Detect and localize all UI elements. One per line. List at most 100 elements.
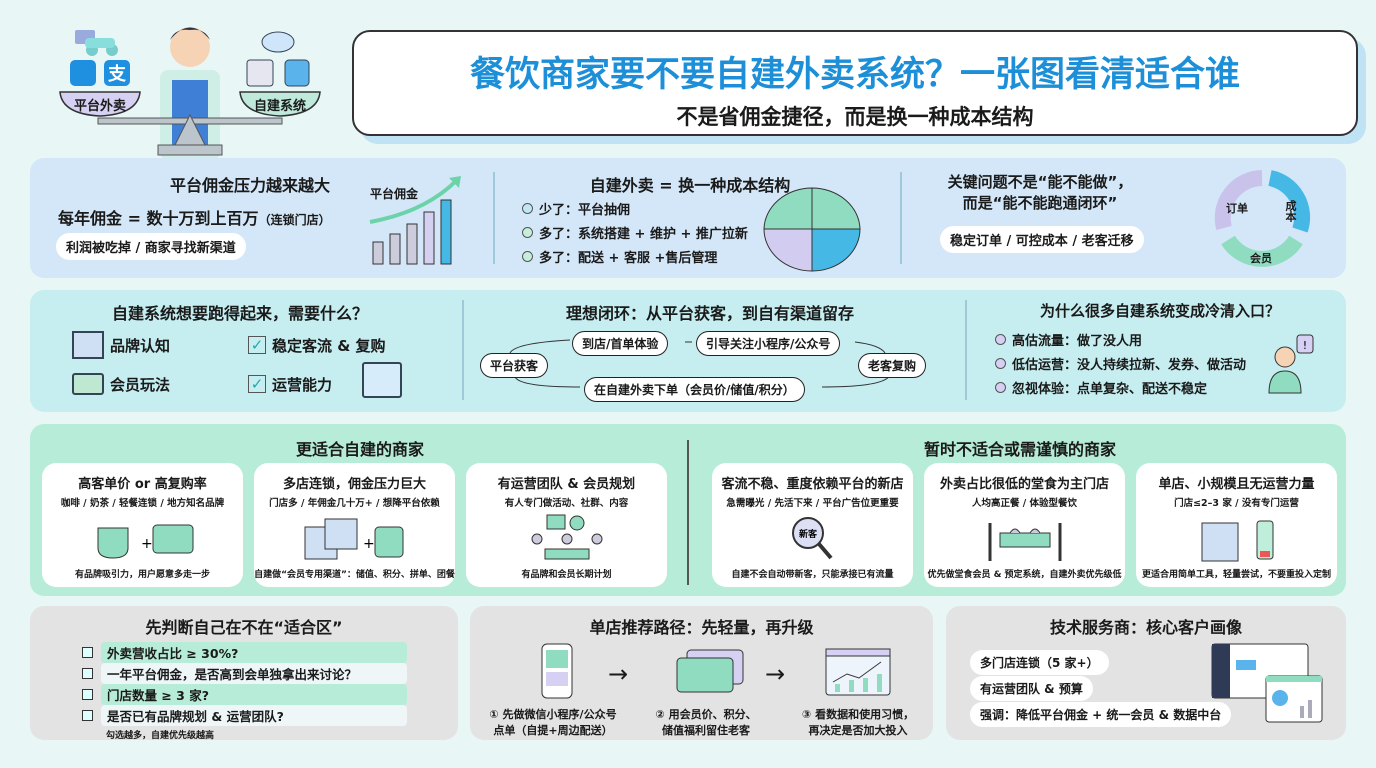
- requirement-traffic: ✓稳定客流 & 复购: [248, 333, 386, 357]
- flow-node-first-order: 到店/首单体验: [572, 331, 669, 356]
- card-title: 单店、小规模且无运营力量: [1158, 477, 1315, 492]
- requirement-text: 运营能力: [272, 375, 333, 394]
- monitor-user-icon: [362, 362, 402, 398]
- list-item: 多了：配送 + 客服 +售后管理: [522, 244, 748, 268]
- requirement-operations: ✓ 运营能力: [248, 372, 332, 396]
- card-footer: 优先做堂食会员 & 预定系统，自建外卖优先级低: [927, 570, 1122, 580]
- checklist-item[interactable]: 外卖营收占比 ≥ 30%?: [82, 642, 407, 663]
- checkbox[interactable]: [82, 689, 93, 700]
- stores-plus-wallet-icon: +: [304, 518, 403, 560]
- key-question-title: 关键问题不是“能不能做”，而是“能不能跑通闭环”: [900, 172, 1180, 214]
- path-arrow: →: [608, 660, 629, 688]
- checklist-item[interactable]: 门店数量 ≥ 3 家?: [82, 684, 407, 705]
- bullet-icon: [522, 226, 533, 238]
- svg-text:!: !: [1303, 339, 1307, 352]
- step-line: ① 先做微信小程序/公众号: [489, 708, 617, 721]
- bullet-icon: [522, 250, 533, 262]
- path-step-2: ② 用会员价、积分、储值福利留住老客: [636, 706, 776, 738]
- member-cards-icon: [676, 649, 744, 693]
- cold-entry-title: 为什么很多自建系统变成冷清入口？: [1039, 302, 1280, 320]
- cost-structure-list: 少了：平台抽佣 多了：系统搭建 + 维护 + 推广拉新 多了：配送 + 客服 +…: [522, 196, 748, 268]
- loop-goals-pill: 稳定订单 / 可控成本 / 老客迁移: [940, 226, 1144, 253]
- merchant-card-high-value: 高客单价 or 高复购率咖啡 / 奶茶 / 轻餐连锁 / 地方知名品牌 + 有品…: [42, 463, 243, 587]
- requirement-brand: 品牌认知: [72, 331, 171, 359]
- merchant-card-new-store: 客流不稳、重度依赖平台的新店急需曝光 / 先活下来 / 平台广告位更重要 新客 …: [712, 463, 913, 587]
- commission-growth-chart-icon: [369, 176, 461, 265]
- new-customer-label: 新客: [798, 528, 817, 540]
- card-footer: 自建不会自动带新客，只能承接已有流量: [731, 570, 894, 580]
- platform-delivery-label: 平台外卖: [73, 99, 126, 114]
- bullet-icon: [995, 381, 1006, 393]
- member-card-icon: [72, 373, 104, 395]
- store-low-battery-icon: [1201, 520, 1273, 562]
- flow-node-repeat-purchase: 老客复购: [858, 353, 927, 378]
- confused-person-icon: !: [1268, 334, 1314, 394]
- card-title: 有运营团队 & 会员规划: [497, 477, 636, 492]
- row1-divider-1: [493, 172, 495, 264]
- step-line: 再决定是否加大投入: [808, 724, 908, 737]
- commission-pressure-title: 平台佣金压力越来越大: [169, 176, 330, 195]
- page-subtitle: 不是省佣金捷径，而是换一种成本结构: [676, 105, 1034, 129]
- cycle-label-cost: 成本: [1284, 200, 1297, 222]
- merchant-card-ops-team: 有运营团队 & 会员规划有人专门做活动、社群、内容 有品牌和会员长期计划: [466, 463, 667, 587]
- flow-node-self-order: 在自建外卖下单（会员价/储值/积分）: [584, 377, 805, 402]
- card-title: 外卖占比很低的堂食为主门店: [939, 477, 1109, 492]
- phone-miniprogram-icon: [541, 643, 573, 699]
- list-text: 忽视体验：点单复杂、配送不稳定: [1012, 381, 1208, 397]
- row1-divider-2: [900, 172, 902, 264]
- checkbox[interactable]: [82, 668, 93, 679]
- row3-divider: [687, 440, 689, 585]
- key-question-line2: 而是“能不能跑通闭环”: [962, 194, 1118, 212]
- card-title: 客流不稳、重度依赖平台的新店: [721, 477, 904, 492]
- row2-divider-1: [462, 300, 464, 400]
- requirement-text: 品牌认知: [110, 336, 171, 355]
- persona-pill: 多门店连锁（5 家+）: [970, 650, 1109, 675]
- list-item: 忽视体验：点单复杂、配送不稳定: [995, 375, 1246, 399]
- storefront-icon: [72, 331, 104, 359]
- card-subtitle: 咖啡 / 奶茶 / 轻餐连锁 / 地方知名品牌: [60, 498, 225, 509]
- single-store-path-title: 单店推荐路径：先轻量，再升级: [589, 618, 814, 637]
- checkbox[interactable]: [82, 710, 93, 721]
- requirements-title: 自建系统想要跑得起来，需要什么？: [111, 304, 368, 323]
- card-subtitle: 人均高正餐 / 体验型餐饮: [971, 498, 1078, 509]
- list-item: 低估运营：没人持续拉新、发券、做活动: [995, 351, 1246, 375]
- step-line: ② 用会员价、积分、: [655, 708, 757, 721]
- checkbox-checked-icon: ✓: [248, 375, 266, 393]
- saas-dashboard-icon: [1211, 643, 1323, 723]
- checkbox[interactable]: [82, 647, 93, 658]
- chain-store-note: （连锁门店）: [258, 213, 331, 227]
- path-step-3: ③ 看数据和使用习惯， 再决定是否加大投入: [788, 706, 928, 738]
- list-text: 高估流量：做了没人用: [1012, 333, 1143, 349]
- checklist-item[interactable]: 是否已有品牌规划 & 运营团队?: [82, 705, 407, 726]
- card-subtitle: 急需曝光 / 先活下来 / 平台广告位更重要: [726, 498, 899, 509]
- card-title: 高客单价 or 高复购率: [78, 477, 207, 492]
- annual-commission-text: 每年佣金 = 数十万到上百万（连锁门店）: [58, 205, 331, 229]
- card-footer: 自建做“会员专用渠道”：储值、积分、拼单、团餐: [254, 570, 455, 580]
- requirement-text: 会员玩法: [110, 375, 171, 394]
- step-line: ③ 看数据和使用习惯，: [801, 708, 915, 721]
- cycle-label-member: 会员: [1250, 252, 1272, 265]
- svg-text:支: 支: [107, 63, 127, 85]
- self-check-note: 勾选越多，自建优先级越高: [106, 731, 215, 741]
- checklist-text: 一年平台佣金，是否高到会单独拿出来讨论？: [101, 663, 407, 684]
- data-dashboard-icon: [825, 648, 891, 696]
- checklist-item[interactable]: 一年平台佣金，是否高到会单独拿出来讨论？: [82, 663, 407, 684]
- path-arrow: →: [765, 660, 786, 688]
- card-subtitle: 有人专门做活动、社群、内容: [504, 498, 629, 509]
- list-text: 多了：系统搭建 + 维护 + 推广拉新: [539, 226, 748, 242]
- card-subtitle: 门店≤2–3 家 / 没有专门运营: [1174, 498, 1299, 509]
- annual-commission-value: 每年佣金 = 数十万到上百万: [58, 209, 259, 228]
- card-footer: 有品牌和会员长期计划: [521, 570, 612, 580]
- step-line: 储值福利留住老客: [662, 724, 750, 737]
- flow-node-follow-miniprogram: 引导关注小程序/公众号: [696, 331, 841, 356]
- magnifier-new-customer-icon: 新客: [791, 517, 833, 560]
- provider-persona-title: 技术服务商：核心客户画像: [1049, 618, 1242, 637]
- title-box: 餐饮商家要不要自建外卖系统？一张图看清适合谁 不是省佣金捷径，而是换一种成本结构: [352, 30, 1358, 136]
- list-item: 多了：系统搭建 + 维护 + 推广拉新: [522, 220, 748, 244]
- team-meeting-icon: [531, 514, 602, 560]
- unsuitable-merchants-title: 暂时不适合或需谨慎的商家: [923, 440, 1116, 459]
- suitable-merchants-title: 更适合自建的商家: [295, 440, 424, 459]
- list-item: 少了：平台抽佣: [522, 196, 748, 220]
- card-footer: 有品牌吸引力，用户愿意多走一步: [74, 570, 210, 580]
- list-item: 高估流量：做了没人用: [995, 327, 1246, 351]
